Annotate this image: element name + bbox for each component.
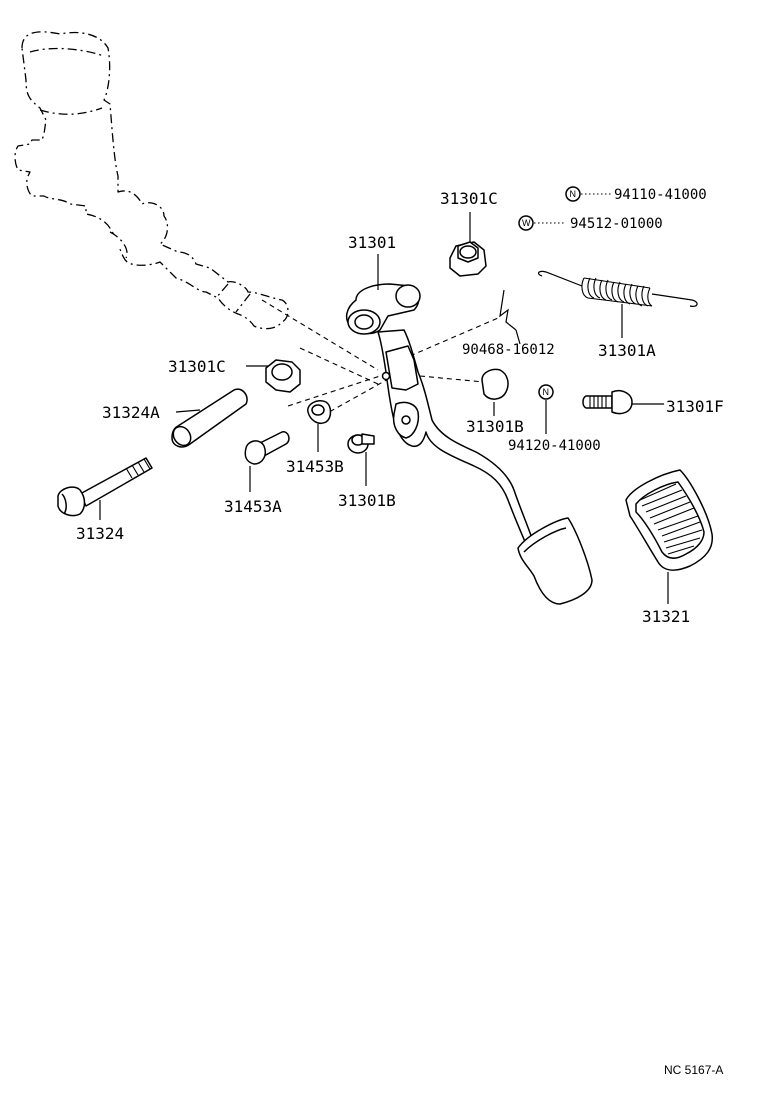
diagram-code: NC 5167-A bbox=[664, 1063, 723, 1077]
cap-31301B-upper bbox=[481, 368, 509, 416]
label-31453B: 31453B bbox=[286, 457, 344, 476]
pedal-arm-31301 bbox=[345, 283, 593, 605]
nut-31301C-left bbox=[246, 359, 301, 393]
label-31321: 31321 bbox=[642, 607, 690, 626]
label-90468-16012: 90468-16012 bbox=[462, 342, 555, 358]
nut-31301C-upper bbox=[449, 212, 487, 277]
label-94110-41000: 94110-41000 bbox=[614, 187, 707, 203]
part-labels: 31301 31301C 94110-41000 94512-01000 904… bbox=[76, 187, 724, 1077]
clip-90468-16012 bbox=[499, 289, 521, 345]
alignment-lines bbox=[261, 299, 499, 417]
symbol-n-3: N bbox=[543, 387, 550, 397]
washer-94120-symbol: N bbox=[538, 384, 554, 434]
pedal-pad-31321 bbox=[625, 469, 714, 604]
label-31301C-left: 31301C bbox=[168, 357, 226, 376]
label-31453A: 31453A bbox=[224, 497, 282, 516]
bolt-31324 bbox=[57, 457, 153, 520]
label-31301B-lower: 31301B bbox=[338, 491, 396, 510]
label-94512-01000: 94512-01000 bbox=[570, 216, 663, 232]
label-31301A: 31301A bbox=[598, 341, 656, 360]
label-31301: 31301 bbox=[348, 233, 396, 252]
label-31324A: 31324A bbox=[102, 403, 160, 422]
spring-31301A bbox=[537, 270, 698, 338]
bushing-31453A bbox=[244, 431, 290, 492]
symbol-markers: N W bbox=[518, 186, 612, 231]
label-31301F: 31301F bbox=[666, 397, 724, 416]
bolt-31301F bbox=[582, 390, 664, 415]
label-31301C-upper: 31301C bbox=[440, 189, 498, 208]
symbol-w-1: W bbox=[522, 218, 531, 228]
label-94120-41000: 94120-41000 bbox=[508, 438, 601, 454]
pin-31324A bbox=[171, 388, 248, 448]
label-31301B-upper: 31301B bbox=[466, 417, 524, 436]
master-cylinder-ghost bbox=[14, 31, 289, 330]
label-31324: 31324 bbox=[76, 524, 124, 543]
symbol-n-1: N bbox=[570, 189, 577, 199]
bushing-31453B bbox=[307, 400, 332, 452]
switch-31301B-lower bbox=[347, 433, 375, 486]
